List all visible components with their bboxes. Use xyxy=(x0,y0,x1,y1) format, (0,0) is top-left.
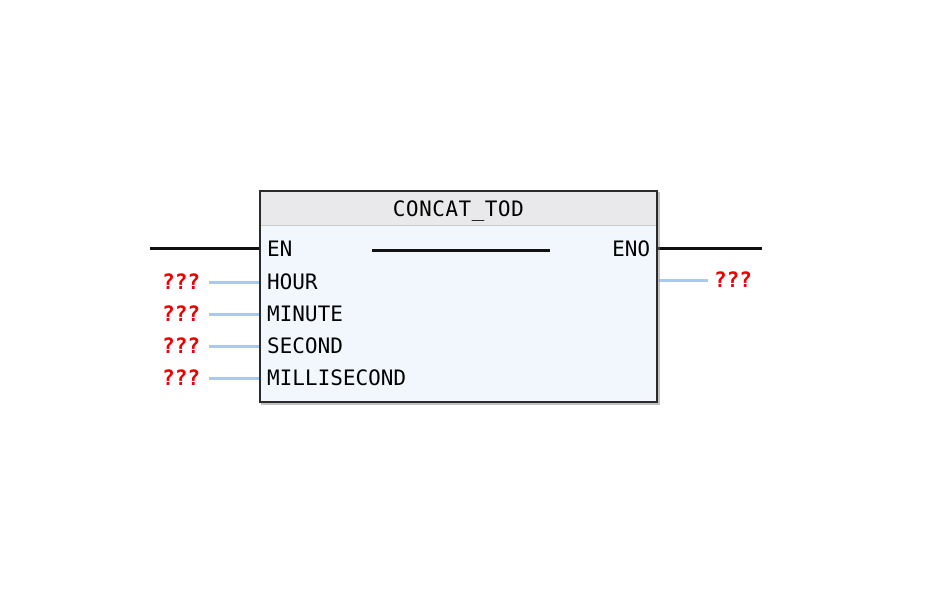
operand-second[interactable]: ??? xyxy=(162,334,200,358)
function-body-separator xyxy=(372,249,550,252)
wire-minute[interactable] xyxy=(209,313,261,316)
param-eno[interactable]: ENO xyxy=(612,237,650,261)
operand-millisecond[interactable]: ??? xyxy=(162,366,200,390)
wire-output[interactable] xyxy=(659,279,708,282)
wire-millisecond[interactable] xyxy=(209,377,261,380)
function-block-header: CONCAT_TOD xyxy=(261,192,656,226)
wire-hour[interactable] xyxy=(209,281,261,284)
param-second[interactable]: SECOND xyxy=(267,334,343,358)
function-block-title: CONCAT_TOD xyxy=(392,196,525,221)
param-millisecond[interactable]: MILLISECOND xyxy=(267,366,407,390)
en-power-rail[interactable] xyxy=(150,247,261,250)
operand-minute[interactable]: ??? xyxy=(162,302,200,326)
param-hour[interactable]: HOUR xyxy=(267,270,318,294)
operand-hour[interactable]: ??? xyxy=(162,270,200,294)
wire-second[interactable] xyxy=(209,345,261,348)
param-minute[interactable]: MINUTE xyxy=(267,302,343,326)
param-en[interactable]: EN xyxy=(267,237,293,261)
eno-power-rail[interactable] xyxy=(658,247,762,250)
operand-output[interactable]: ??? xyxy=(714,268,752,292)
function-block-concat-tod[interactable]: CONCAT_TOD EN ENO HOUR MINUTE SECOND MIL… xyxy=(259,190,658,403)
